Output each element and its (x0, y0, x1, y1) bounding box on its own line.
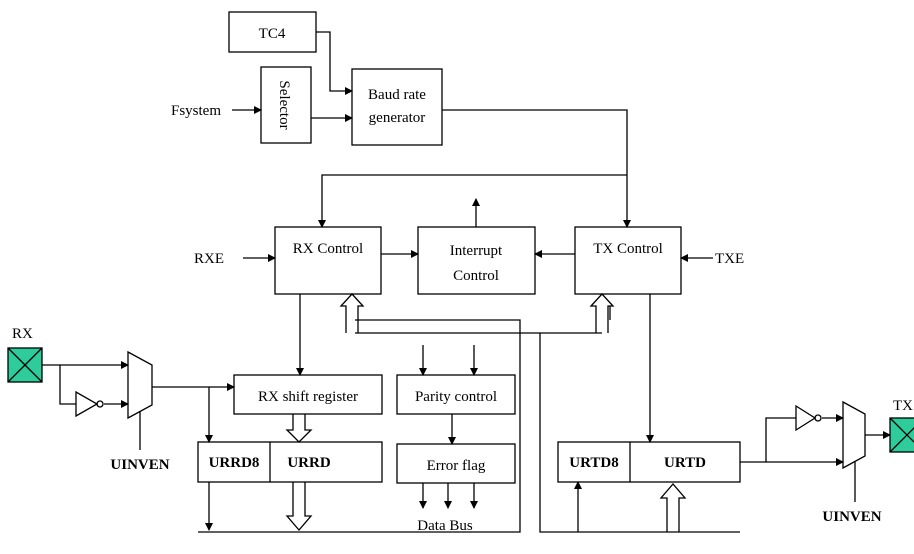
urrd-label: URRD (287, 455, 330, 471)
rx-control-block: RX Control (274, 226, 382, 295)
rx-inverter (75, 390, 104, 418)
rx-pin (7, 347, 43, 383)
urrd8-label: URRD8 (209, 455, 260, 471)
clock-wires (232, 31, 631, 228)
rx-control-bus-arrow (339, 293, 365, 333)
urtd-register-block: URTD8 URTD (557, 441, 741, 483)
fsystem-label: Fsystem (171, 103, 221, 119)
baud-rate-generator-block: Baud rate generator (351, 68, 443, 146)
urtd-label: URTD (664, 455, 706, 471)
tx-inverter (795, 404, 822, 432)
rx-pin-label: RX (12, 326, 33, 342)
tc4-block: TC4 (228, 11, 317, 53)
rxe-label: RXE (194, 251, 224, 267)
parity-control-block: Parity control (396, 374, 516, 415)
control-wires (243, 198, 713, 262)
urtd8-label: URTD8 (569, 455, 618, 471)
tx-control-label: TX Control (593, 241, 663, 257)
baud-rate-label-line2: generator (369, 110, 426, 126)
error-flag-block: Error flag (396, 443, 516, 484)
data-bus (198, 293, 740, 533)
tx-pin (889, 417, 914, 453)
tx-control-bus-arrow (589, 293, 615, 333)
rx-input-wires (42, 361, 129, 408)
error-flag-label: Error flag (427, 458, 486, 474)
interrupt-label-line2: Control (453, 268, 499, 284)
rx-shift-register-block: RX shift register (233, 374, 383, 415)
rx-mux (127, 350, 153, 450)
bus-to-urtd-arrow (659, 483, 687, 532)
urrd-to-bus-arrow (285, 482, 313, 531)
baud-rate-label-line1: Baud rate (368, 87, 426, 103)
data-bus-label: Data Bus (417, 518, 473, 534)
urrd-register-block: URRD8 URRD (197, 441, 383, 483)
tc4-label: TC4 (259, 26, 286, 42)
txe-label: TXE (715, 251, 744, 267)
rx-datapath-wires (152, 294, 313, 531)
interrupt-control-block: Interrupt Control (417, 226, 536, 295)
selector-block: Selector (260, 66, 312, 144)
uinven-rx-label: UINVEN (110, 457, 169, 473)
tx-control-block: TX Control (574, 226, 682, 295)
shift-to-urrd-arrow (285, 414, 313, 443)
rx-control-label: RX Control (293, 241, 363, 257)
interrupt-label-line1: Interrupt (450, 243, 503, 259)
parity-label: Parity control (415, 389, 497, 405)
selector-label: Selector (276, 80, 292, 129)
uinven-tx-label: UINVEN (822, 509, 881, 525)
tx-pin-label: TX (893, 398, 913, 414)
parity-wires (419, 345, 478, 509)
tx-mux (842, 400, 866, 502)
rx-shift-label: RX shift register (258, 389, 358, 405)
tx-datapath-wires (574, 294, 891, 532)
